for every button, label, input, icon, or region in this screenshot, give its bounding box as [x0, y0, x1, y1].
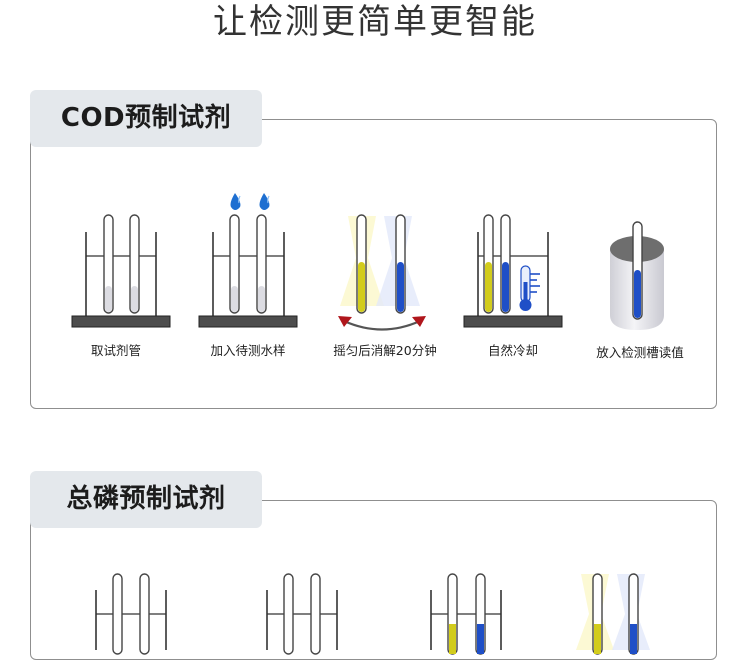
step-label: 加入待测水样: [210, 343, 286, 358]
step-label: 放入检测槽读值: [596, 345, 684, 360]
step-label: 自然冷却: [487, 343, 538, 358]
step-label: 取试剂管: [90, 343, 141, 358]
step-label: 摇匀后消解20分钟: [333, 343, 437, 358]
total-phosphorus-section-tag: 总磷预制试剂: [30, 471, 262, 528]
cod-panel: [30, 119, 717, 409]
page-title: 让检测更简单更智能: [213, 2, 537, 42]
cod-section-tag: COD预制试剂: [30, 90, 262, 147]
